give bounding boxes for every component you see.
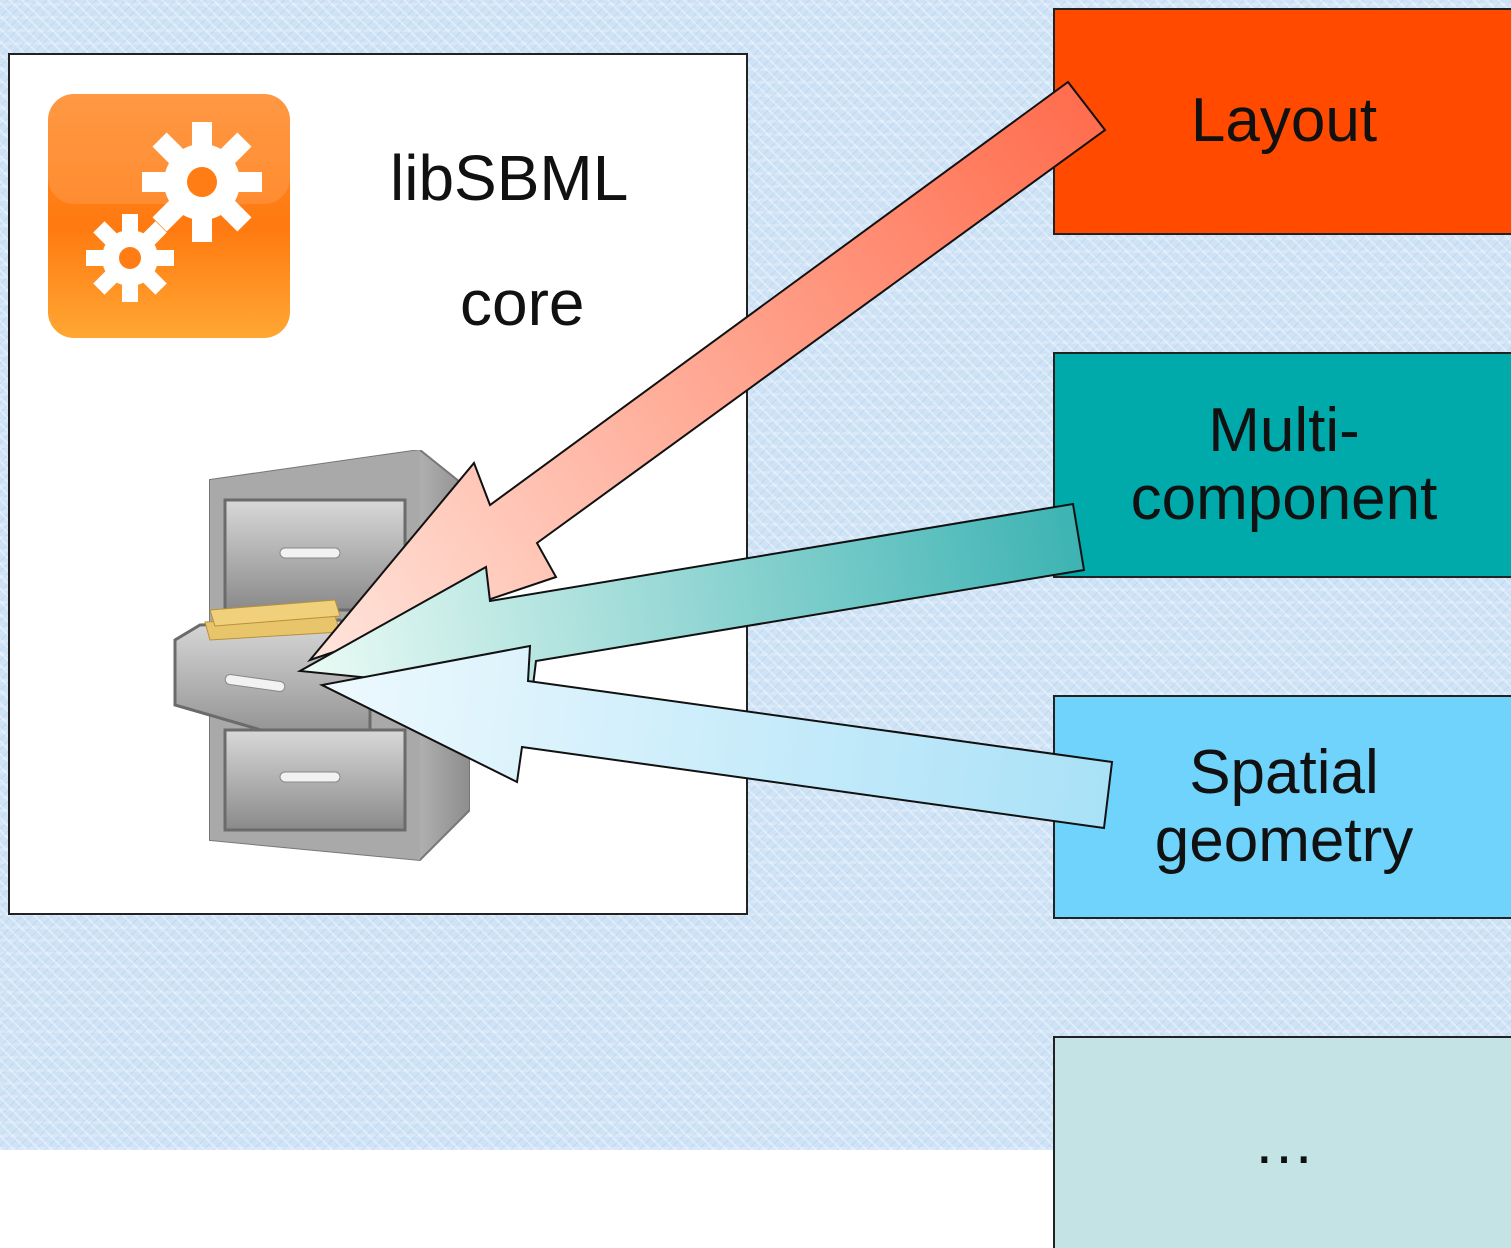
core-subtitle: core	[460, 267, 585, 339]
core-title: libSBML	[390, 142, 629, 214]
multi-component-package-box: Multi- component	[1053, 352, 1511, 578]
spatial-geometry-package-label: Spatial geometry	[1154, 737, 1414, 875]
layout-package-label: Layout	[1190, 86, 1378, 156]
filing-cabinet-icon	[173, 450, 470, 862]
layout-package-box: Layout	[1053, 8, 1511, 235]
gear-icon	[48, 94, 290, 338]
multi-component-package-label: Multi- component	[1130, 395, 1438, 533]
more-packages-box: …	[1053, 1036, 1511, 1248]
more-packages-label: …	[1253, 1107, 1315, 1177]
spatial-geometry-package-box: Spatial geometry	[1053, 695, 1511, 919]
